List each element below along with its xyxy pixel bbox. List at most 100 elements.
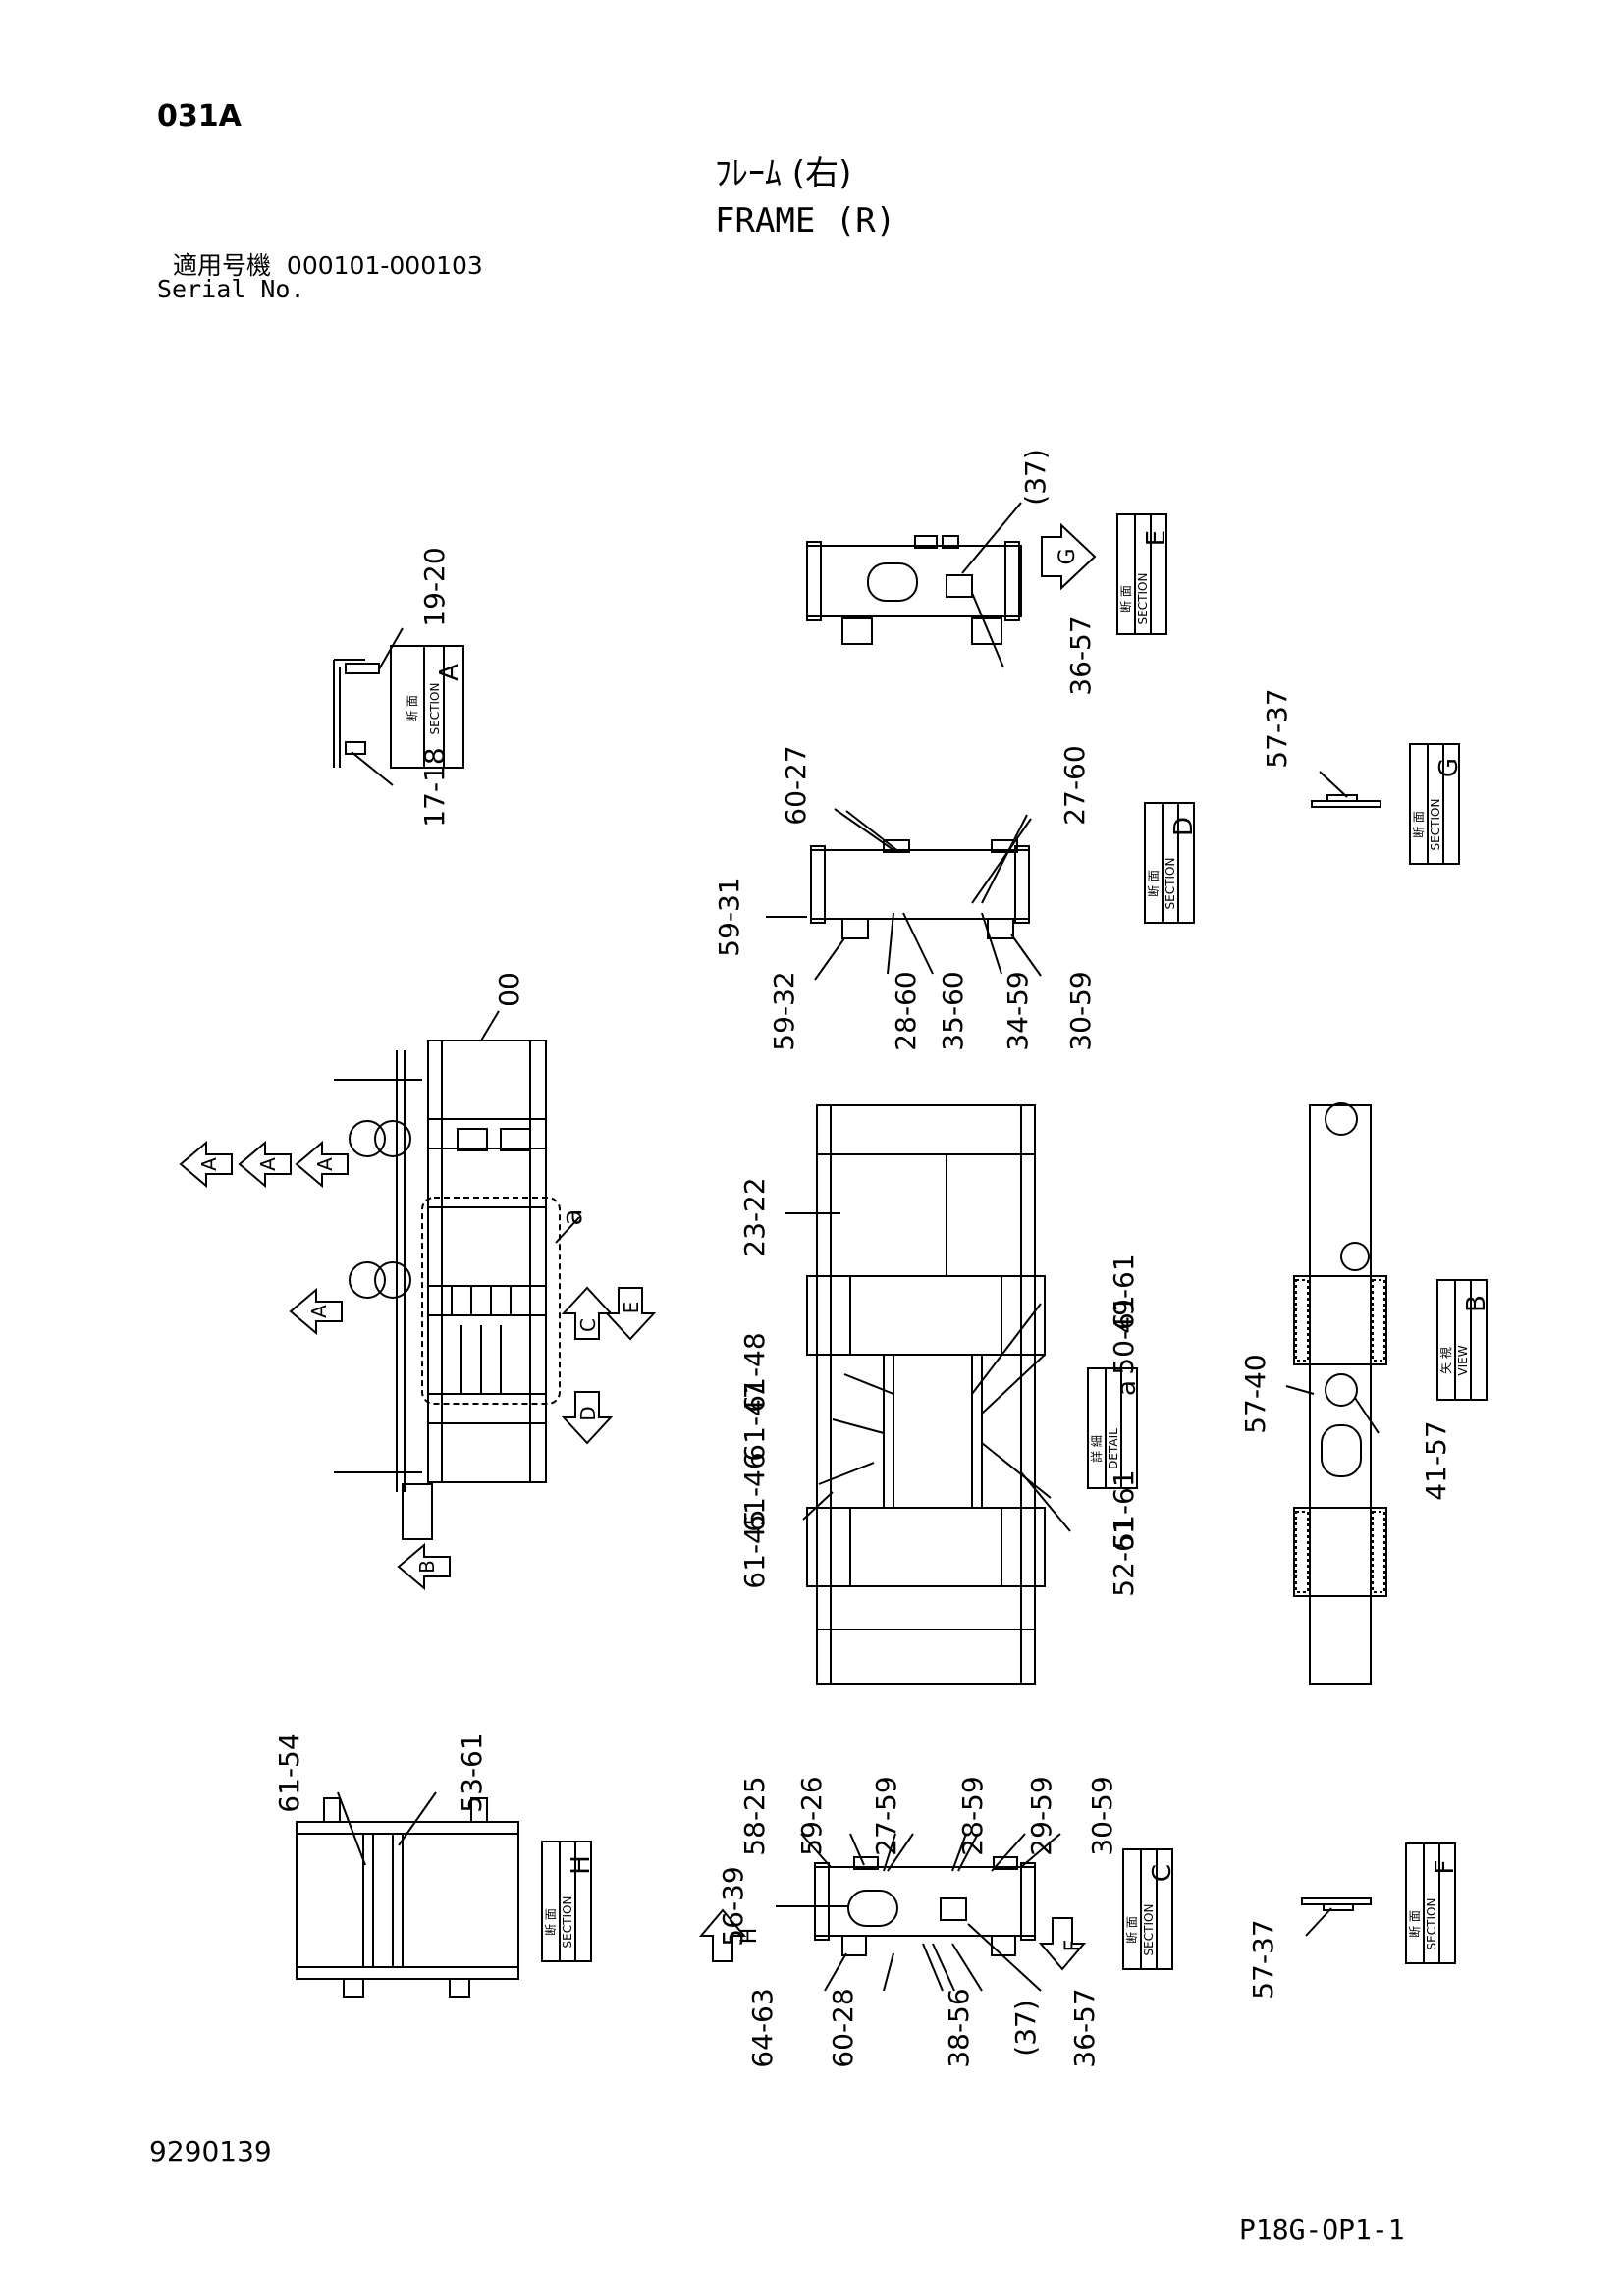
view-b-letter: B (1462, 1295, 1491, 1312)
section-f-jp: 断 面 (1407, 1910, 1422, 1938)
section-e-view (806, 502, 1022, 668)
serial-range: 適用号機 000101-000103 (173, 253, 483, 278)
view-arrow-h (698, 1908, 747, 1962)
callout-61-54: 61-54 (273, 1733, 305, 1812)
callout-36-57-e: 36-57 (1064, 615, 1097, 695)
section-a-letter: A (435, 664, 464, 681)
section-g-view (1311, 771, 1381, 808)
view-arrow-h-letter: H (737, 1928, 762, 1945)
view-b-en: VIEW (1456, 1345, 1470, 1375)
detail-a-view (785, 1104, 1071, 1685)
callout-37-e: (37) (1019, 449, 1052, 505)
callout-58-25: 58-25 (738, 1776, 771, 1855)
callout-57-40: 57-40 (1239, 1354, 1272, 1433)
section-h-jp: 断 面 (543, 1908, 558, 1936)
section-c-label (1122, 1848, 1173, 1970)
callout-19-20: 19-20 (418, 547, 451, 626)
view-arrow-a-1-letter: A (197, 1157, 221, 1171)
callout-61-46: 61-46 (738, 1452, 771, 1531)
page-reference: P18G-OP1-1 (1239, 2214, 1405, 2246)
view-arrow-e (604, 1287, 657, 1341)
detail-a-jp: 詳 細 (1089, 1435, 1104, 1463)
callout-27-60: 27-60 (1058, 745, 1091, 825)
section-e-label (1116, 513, 1167, 635)
section-c-view (776, 1833, 1061, 1992)
callout-61-48: 61-48 (738, 1332, 771, 1412)
main-frame-view (334, 1010, 580, 1540)
view-arrow-a-1 (179, 1140, 233, 1189)
serial-range-value: 000101-000103 (286, 251, 483, 280)
section-f-label (1405, 1842, 1456, 1964)
callout-50-61: 50-61 (1108, 1295, 1140, 1374)
callout-17-18: 17-18 (418, 747, 451, 827)
callout-60-27: 60-27 (780, 745, 812, 825)
view-arrow-g-letter: G (1056, 548, 1080, 564)
view-arrow-a-4-letter: A (307, 1305, 331, 1318)
view-arrow-d (561, 1391, 614, 1445)
view-b-view (1285, 1102, 1387, 1685)
callout-59-32: 59-32 (768, 971, 800, 1050)
callout-34-59: 34-59 (1001, 971, 1034, 1050)
detail-a-label (1087, 1367, 1138, 1489)
section-c-letter: C (1148, 1864, 1177, 1882)
detail-a-en: DETAIL (1107, 1428, 1120, 1469)
callout-52-61: 52-61 (1108, 1517, 1140, 1596)
section-g-en: SECTION (1429, 799, 1442, 851)
view-arrow-a-2 (238, 1140, 292, 1189)
callout-35-60: 35-60 (937, 971, 969, 1050)
page-code: 031A (157, 99, 242, 133)
callout-59-31: 59-31 (713, 877, 745, 956)
callout-60-28: 60-28 (827, 1988, 859, 2067)
callout-36-57-c: 36-57 (1068, 1988, 1101, 2067)
section-e-letter: E (1142, 530, 1171, 546)
serial-label-jp: 適用号機 (173, 251, 272, 280)
callout-53-61: 53-61 (456, 1733, 488, 1812)
section-g-label (1409, 743, 1460, 865)
section-e-en: SECTION (1136, 573, 1150, 625)
section-f-letter: F (1431, 1860, 1460, 1875)
section-a-jp: 断 面 (405, 695, 419, 722)
section-d-letter: D (1169, 817, 1199, 836)
view-arrow-e-letter: E (620, 1302, 643, 1314)
section-d-en: SECTION (1164, 858, 1177, 910)
callout-37-c: (37) (1009, 2000, 1042, 2056)
callout-38-56: 38-56 (943, 1988, 975, 2067)
callout-64-63: 64-63 (746, 1988, 779, 2067)
section-c-en: SECTION (1142, 1904, 1156, 1956)
view-b-jp: 矢 視 (1438, 1347, 1453, 1374)
callout-30-59-c: 30-59 (1086, 1776, 1118, 1855)
section-d-jp: 断 面 (1146, 870, 1161, 897)
view-arrow-a-3 (295, 1140, 349, 1189)
title-japanese: ﾌﾚｰﾑ (右) (715, 154, 852, 193)
section-d-label (1144, 802, 1195, 924)
callout-61-45: 61-45 (738, 1509, 771, 1588)
view-arrow-b-letter: B (415, 1560, 439, 1574)
callout-61-47: 61-47 (738, 1381, 771, 1461)
view-arrow-f-letter: F (1061, 1940, 1086, 1952)
callout-51-61: 51-61 (1108, 1469, 1140, 1549)
title-english: FRAME (R) (715, 201, 896, 240)
view-arrow-b (397, 1542, 451, 1591)
callout-27-59: 27-59 (870, 1776, 902, 1855)
section-f-view (1301, 1897, 1372, 1937)
main-part-number: 00 (493, 972, 525, 1007)
view-arrow-g (1041, 522, 1097, 591)
section-h-en: SECTION (561, 1896, 574, 1949)
detail-a-letter: a (1112, 1380, 1142, 1396)
callout-28-59: 28-59 (956, 1776, 989, 1855)
callout-30-59: 30-59 (1064, 971, 1097, 1050)
section-a-label (390, 645, 464, 769)
callout-57-37-g: 57-37 (1261, 688, 1293, 768)
section-d-view (766, 808, 1042, 981)
callout-57-37-f: 57-37 (1247, 1919, 1279, 1999)
section-f-en: SECTION (1425, 1898, 1438, 1950)
callout-41-57: 41-57 (1420, 1420, 1452, 1500)
view-arrow-c-letter: C (576, 1318, 600, 1332)
detail-marker-a: a (556, 1208, 588, 1225)
view-arrow-f (1038, 1917, 1087, 1971)
callout-59-26: 59-26 (795, 1776, 828, 1855)
section-h-letter: H (567, 1855, 596, 1875)
callout-56-39: 56-39 (717, 1866, 749, 1946)
drawing-number: 9290139 (149, 2135, 272, 2167)
